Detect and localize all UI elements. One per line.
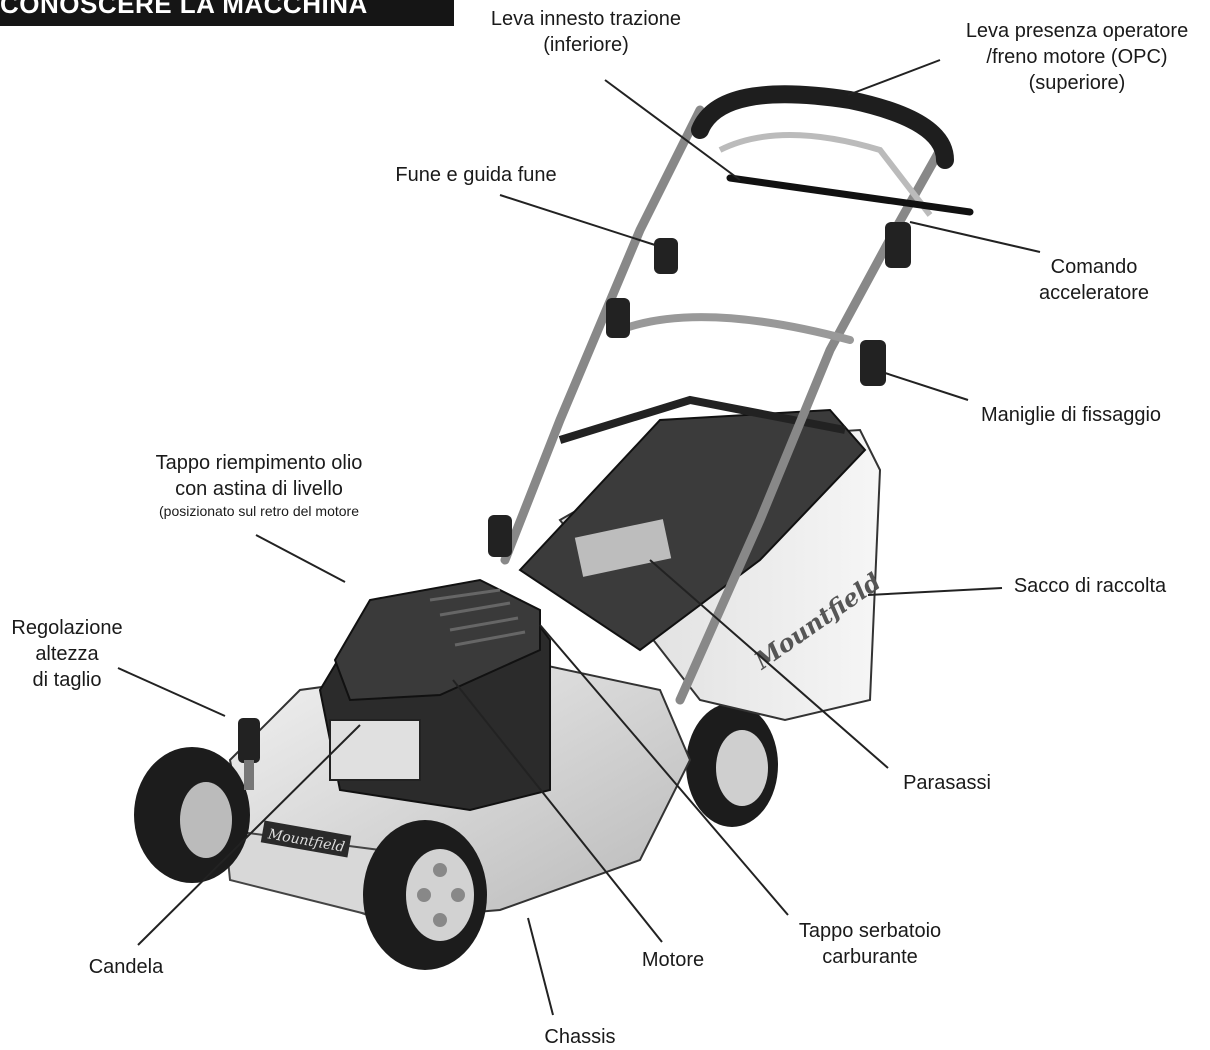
front-right-hub [406, 849, 474, 941]
handle-clamp [606, 298, 630, 338]
callout-line [527, 917, 554, 1016]
label-line: acceleratore [1038, 282, 1150, 304]
front-left-hub [180, 782, 232, 858]
grass-bag-frame [558, 395, 846, 444]
rear-right-hub [716, 730, 768, 806]
label-motore: Motore [628, 947, 718, 973]
label-tappo-olio: Tappo riempimento olio con astina di liv… [126, 450, 392, 520]
engine-cover-ribs [429, 588, 526, 647]
drive-lever [726, 174, 974, 216]
callout-line [881, 371, 969, 401]
label-line: /freno motore (OPC) [986, 46, 1168, 68]
label-line: Parasassi [903, 772, 991, 794]
handle-left-bar [500, 105, 705, 565]
label-candela: Candela [76, 954, 176, 980]
height-adjust-lever [238, 718, 260, 763]
engine-cover [333, 578, 541, 702]
label-parasassi: Parasassi [888, 770, 1006, 796]
engine-recoil-housing [329, 719, 421, 781]
callout-line [452, 679, 663, 943]
label-sacco: Sacco di raccolta [998, 573, 1182, 599]
label-acceleratore: Comando acceleratore [1012, 254, 1176, 306]
bag-warning-sticker [574, 519, 672, 577]
callout-line [867, 587, 1003, 596]
label-tappo-serbatoio: Tappo serbatoio carburante [780, 918, 960, 970]
label-line: Fune e guida fune [395, 164, 557, 186]
height-adjust-post [244, 760, 254, 790]
callout-line [117, 667, 226, 717]
label-chassis: Chassis [530, 1024, 630, 1050]
label-line: Leva innesto trazione [490, 8, 682, 30]
callout-lines [117, 59, 1041, 1016]
label-line: (superiore) [1028, 72, 1126, 94]
deck-brand-plate [260, 820, 352, 858]
label-regolazione: Regolazione altezza di taglio [2, 615, 132, 693]
opc-bar [718, 132, 933, 217]
label-note: (posizionato sul retro del motore [159, 503, 359, 519]
label-leva-opc: Leva presenza operatore /freno motore (O… [944, 18, 1210, 96]
label-line: Comando [1050, 256, 1138, 278]
label-line: di taglio [32, 669, 102, 691]
handle-clamp [860, 340, 886, 386]
label-line: Regolazione [11, 617, 123, 639]
label-line: Leva presenza operatore [965, 20, 1189, 42]
label-fune: Fune e guida fune [378, 162, 574, 188]
handle-clamp [885, 222, 911, 268]
label-line: Candela [88, 956, 164, 978]
callout-line [539, 624, 789, 916]
handle-crossbar [616, 313, 854, 344]
hub-hole [433, 913, 447, 927]
handle-clamp [654, 238, 678, 274]
callout-line [847, 59, 941, 96]
label-line: Motore [641, 949, 705, 971]
label-line: Tappo serbatoio [798, 920, 942, 942]
section-header: CONOSCERE LA MACCHINA [0, 0, 454, 26]
callout-line [909, 221, 1041, 253]
label-line: Maniglie di fissaggio [980, 404, 1162, 426]
label-leva-trazione: Leva innesto trazione (inferiore) [470, 6, 702, 58]
label-line: Chassis [544, 1026, 616, 1048]
callout-line [255, 534, 346, 583]
callout-line [137, 724, 361, 946]
label-line: Tappo riempimento olio [155, 452, 363, 474]
section-title: CONOSCERE LA MACCHINA [0, 0, 368, 19]
callout-line [604, 79, 741, 181]
label-line: con astina di livello [175, 478, 343, 500]
label-line: (inferiore) [543, 34, 629, 56]
label-line: carburante [822, 946, 918, 968]
handle-clamp [488, 515, 512, 557]
handle-top-grip [691, 85, 954, 169]
callout-line [649, 559, 889, 769]
hub-hole [451, 888, 465, 902]
label-line: altezza [35, 643, 99, 665]
label-maniglie: Maniglie di fissaggio [962, 402, 1180, 428]
hub-hole [417, 888, 431, 902]
callout-line [499, 194, 656, 246]
label-line: Sacco di raccolta [1013, 575, 1167, 597]
hub-hole [433, 863, 447, 877]
